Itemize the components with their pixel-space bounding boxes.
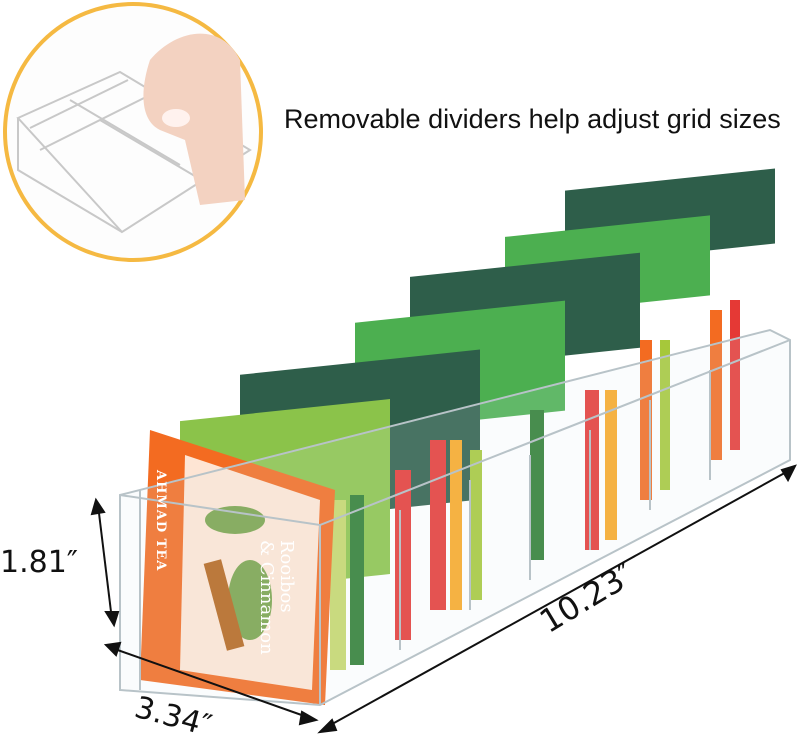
front-tea-packet [140,430,335,705]
feature-caption: Removable dividers help adjust grid size… [284,104,781,134]
flavor-line2: & Cinnamon [256,540,277,655]
acrylic-organizer [119,328,791,707]
height-line [97,504,113,621]
flavor-label: Rooibos & Cinnamon [256,540,297,655]
cinnamon-illustration [205,506,272,640]
flavor-line1: Rooibos [276,540,297,613]
dimension-lines [90,464,797,734]
hand-icon [143,33,245,206]
inset-divider-box [16,70,252,234]
inset-circle [3,2,263,262]
height-dimension-label: 1.81″ [0,545,79,580]
brand-label: AHMAD TEA [153,470,168,572]
tea-bags [180,168,775,670]
width-line [111,647,311,719]
length-line [324,469,791,729]
